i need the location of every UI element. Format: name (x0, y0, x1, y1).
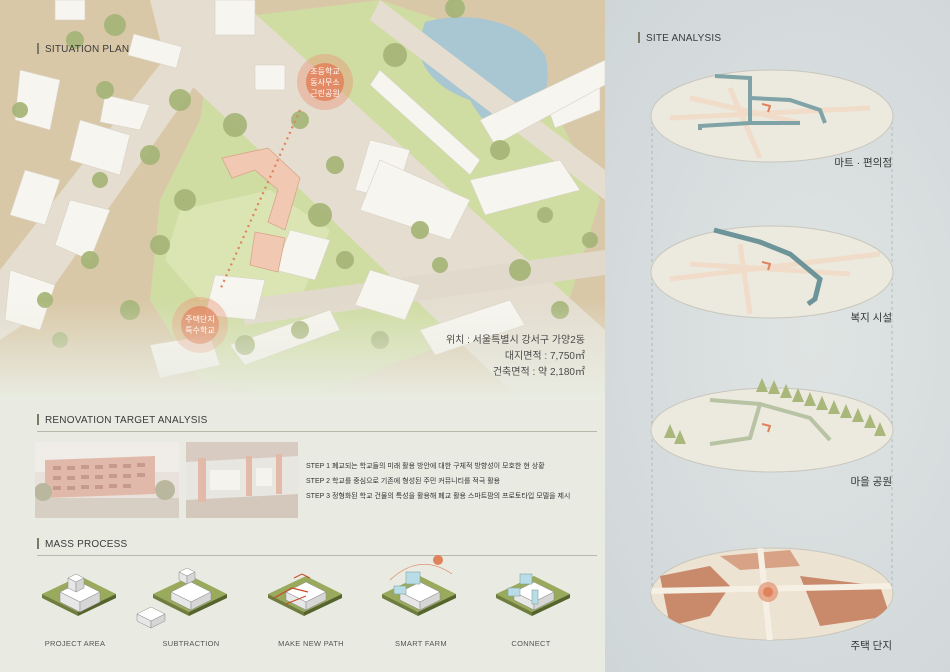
mass-process-divider (37, 555, 597, 556)
layer-label-mart: 마트 · 편의점 (834, 157, 892, 169)
layer-disc-housing (650, 547, 894, 641)
site-info: 위치 : 서울특별시 강서구 가양2동 대지면적 : 7,750㎡ 건축면적 :… (420, 333, 585, 381)
marker-top (306, 63, 344, 101)
process-diagram-project-area (42, 573, 116, 616)
layer-disc-welfare (650, 225, 894, 319)
renovation-title: RENOVATION TARGET ANALYSIS (37, 414, 207, 426)
photo-school-interior (186, 442, 298, 518)
situation-plan-title: SITUATION PLAN (37, 43, 129, 55)
title-bar (37, 414, 39, 425)
process-diagram-connect (496, 573, 570, 616)
layer-disc-park (650, 378, 894, 473)
layer-label-park: 마을 공원 (850, 476, 892, 488)
target-school (221, 147, 301, 273)
renovation-steps: STEP 1 폐교되는 학교들의 미래 활용 방안에 대한 구체적 방향성이 모… (306, 459, 570, 504)
marker-bottom-label: 주택단지 특수학교 (185, 315, 215, 335)
title-bar (37, 538, 39, 549)
renovation-divider (37, 431, 597, 432)
site-analysis-title: SITE ANALYSIS (638, 32, 721, 44)
step-1: STEP 1 폐교되는 학교들의 미래 활용 방안에 대한 구체적 방향성이 모… (306, 463, 545, 470)
process-label-5: CONNECT (511, 639, 551, 648)
layer-label-welfare: 복지 시설 (850, 312, 892, 324)
road-diagonal-2 (0, 0, 255, 340)
process-diagram-smart-farm (382, 555, 456, 616)
layer-disc-mart (650, 69, 894, 163)
info-building-area: 건축면적 : 약 2,180㎡ (492, 367, 585, 378)
process-diagram-make-new-path (268, 573, 342, 616)
info-site-area: 대지면적 : 7,750㎡ (504, 351, 585, 362)
process-label-4: SMART FARM (395, 639, 447, 648)
marker-top-label: 초등학교 동사무소 근린공원 (310, 67, 340, 98)
step-3: STEP 3 정형화된 학교 건물의 특성을 활용해 폐교 활용 스마트팜의 프… (306, 493, 571, 500)
title-bar (638, 32, 640, 43)
process-label-1: PROJECT AREA (44, 639, 106, 648)
step-2: STEP 2 학교를 중심으로 기존에 형성된 주민 커뮤니티를 적극 활용 (306, 478, 501, 485)
layer-label-housing: 주택 단지 (850, 640, 892, 652)
mass-process-title: MASS PROCESS (37, 538, 127, 550)
info-location: 위치 : 서울특별시 강서구 가양2동 (445, 335, 585, 346)
process-label-3: MAKE NEW PATH (278, 639, 344, 648)
title-bar (37, 43, 39, 54)
process-diagram-subtraction (136, 567, 227, 629)
left-panel: 초등학교 동사무소 근린공원 주택단지 특수학교 SITUATION PLAN … (0, 0, 605, 648)
photo-school-exterior (35, 442, 179, 518)
guide-lines (651, 115, 893, 590)
site-analysis-panel: SITE ANALYSIS 마트 · 편의점 복지 시설 마을 공원 (605, 0, 950, 672)
process-label-2: SUBTRACTION (162, 639, 220, 648)
